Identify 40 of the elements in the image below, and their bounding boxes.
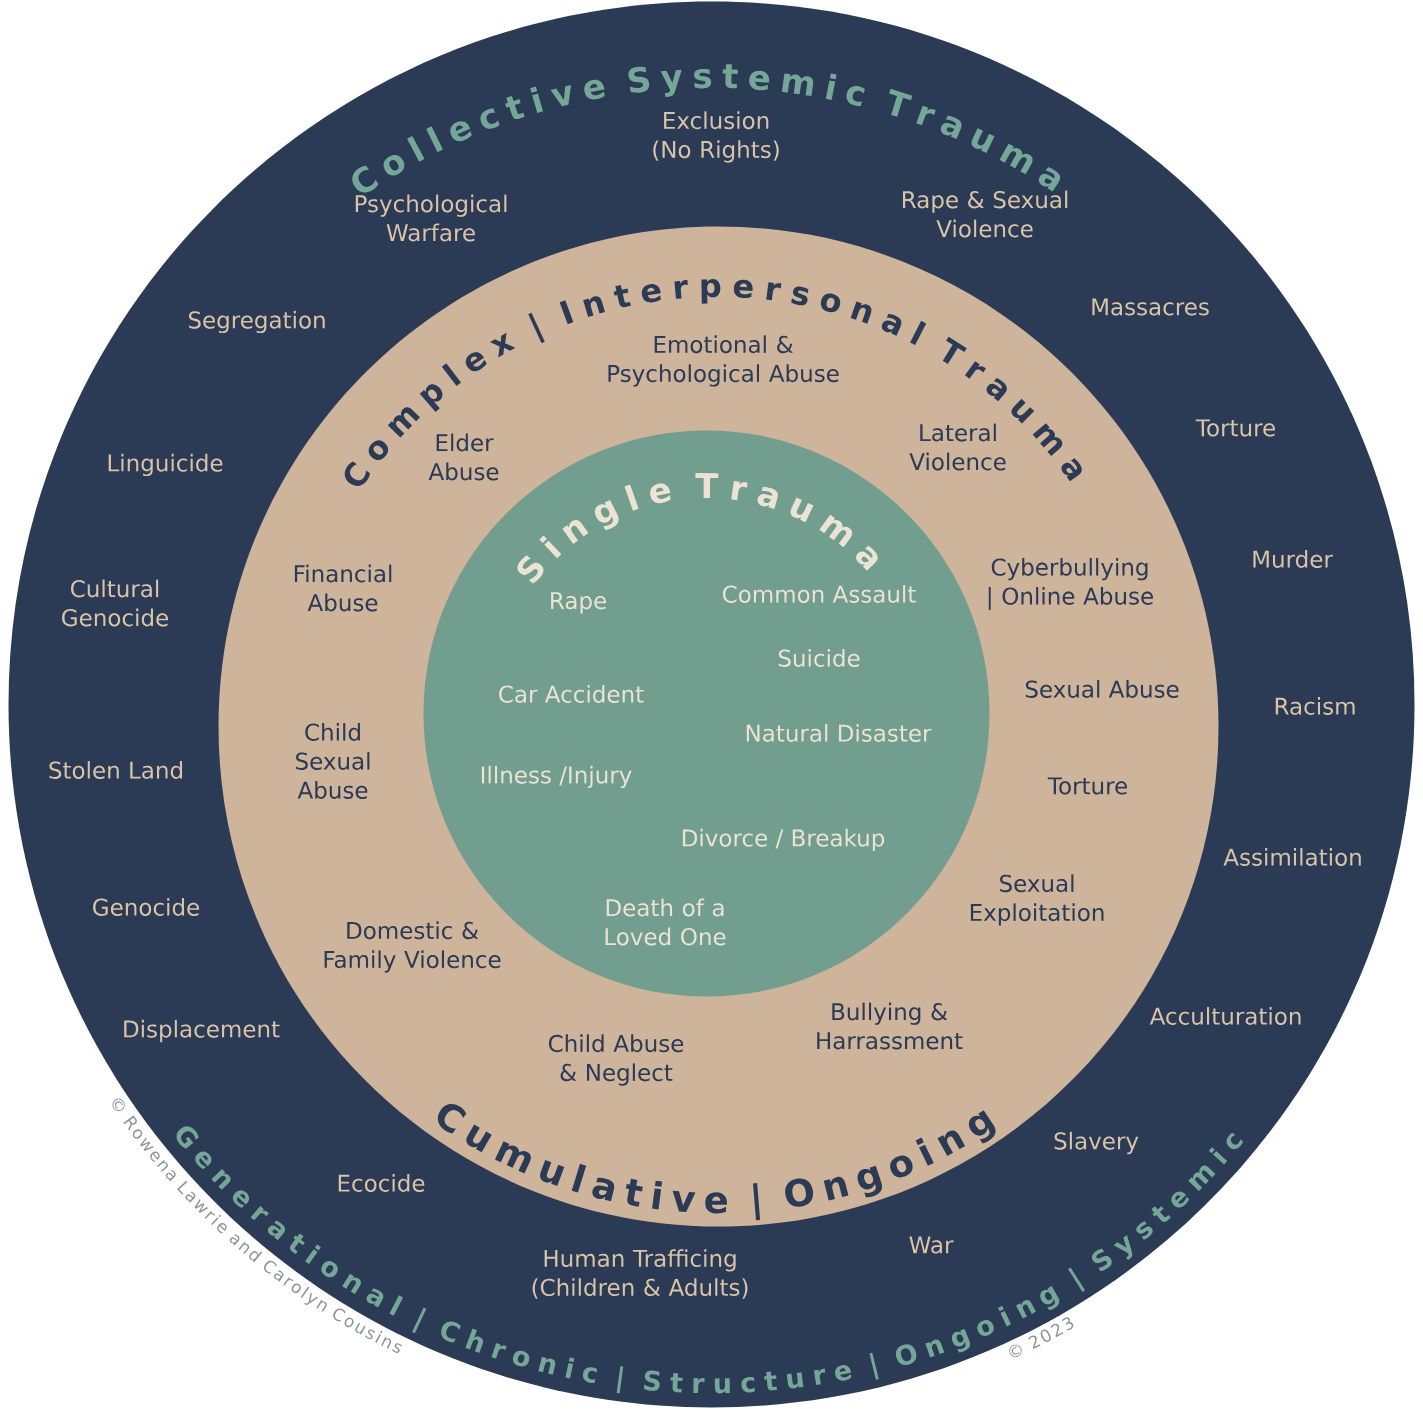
trauma-label: Murder (1253, 550, 1333, 568)
trauma-label: Natural Disaster (746, 724, 932, 742)
trauma-label: Sexual Abuse (1025, 680, 1179, 698)
trauma-label: Death of a Loved One (605, 898, 726, 946)
trauma-label: Ecocide (338, 1174, 425, 1192)
trauma-label: Human Trafficing (Children & Adults) (532, 1249, 748, 1299)
trauma-label: Psychological Warfare (355, 194, 507, 242)
trauma-label: Rape (551, 592, 606, 614)
trauma-label: Child Sexual Abuse (296, 723, 370, 799)
trauma-label: Displacement (124, 1019, 280, 1043)
trauma-label: Emotional & Psychological Abuse (608, 335, 839, 387)
trauma-label: Common Assault (722, 585, 916, 603)
trauma-label: Cultural Genocide (62, 579, 168, 627)
trauma-label: Car Accident (499, 685, 644, 703)
trauma-label: War (909, 1236, 954, 1254)
trauma-label: Exclusion (No Rights) (653, 111, 779, 163)
trauma-label: Racism (1275, 697, 1355, 715)
ring-title: Cumulative | Ongoing (437, 1103, 996, 1221)
trauma-label: Sexual Exploitation (970, 874, 1104, 926)
trauma-label: Illness /Injury (481, 765, 632, 789)
trauma-label: Slavery (1054, 1131, 1139, 1155)
trauma-label: Domestic & Family Violence (324, 921, 501, 973)
trauma-label: Suicide (778, 649, 860, 667)
trauma-label: Child Abuse & Neglect (548, 1034, 684, 1086)
trauma-label: Stolen Land (49, 761, 182, 779)
trauma-label: Genocide (93, 898, 199, 916)
trauma-label: Cyberbullying | Online Abuse (988, 558, 1153, 610)
trauma-label: Rape & Sexual Violence (902, 190, 1068, 238)
trauma-label: Torture (1195, 419, 1275, 437)
trauma-label: Bullying & Harrassment (817, 1002, 963, 1050)
trauma-label: Linguicide (108, 453, 223, 477)
trauma-label: Massacres (1092, 298, 1209, 316)
trauma-label: Assimilation (1223, 848, 1361, 866)
trauma-label: Divorce / Breakup (682, 828, 885, 852)
trauma-label: Financial Abuse (294, 564, 392, 612)
trauma-label: Elder Abuse (428, 433, 499, 481)
trauma-label: Acculturation (1149, 1007, 1301, 1025)
trauma-label: Torture (1047, 777, 1127, 795)
trauma-label: Lateral Violence (909, 423, 1006, 471)
trauma-label: Segregation (188, 310, 325, 334)
